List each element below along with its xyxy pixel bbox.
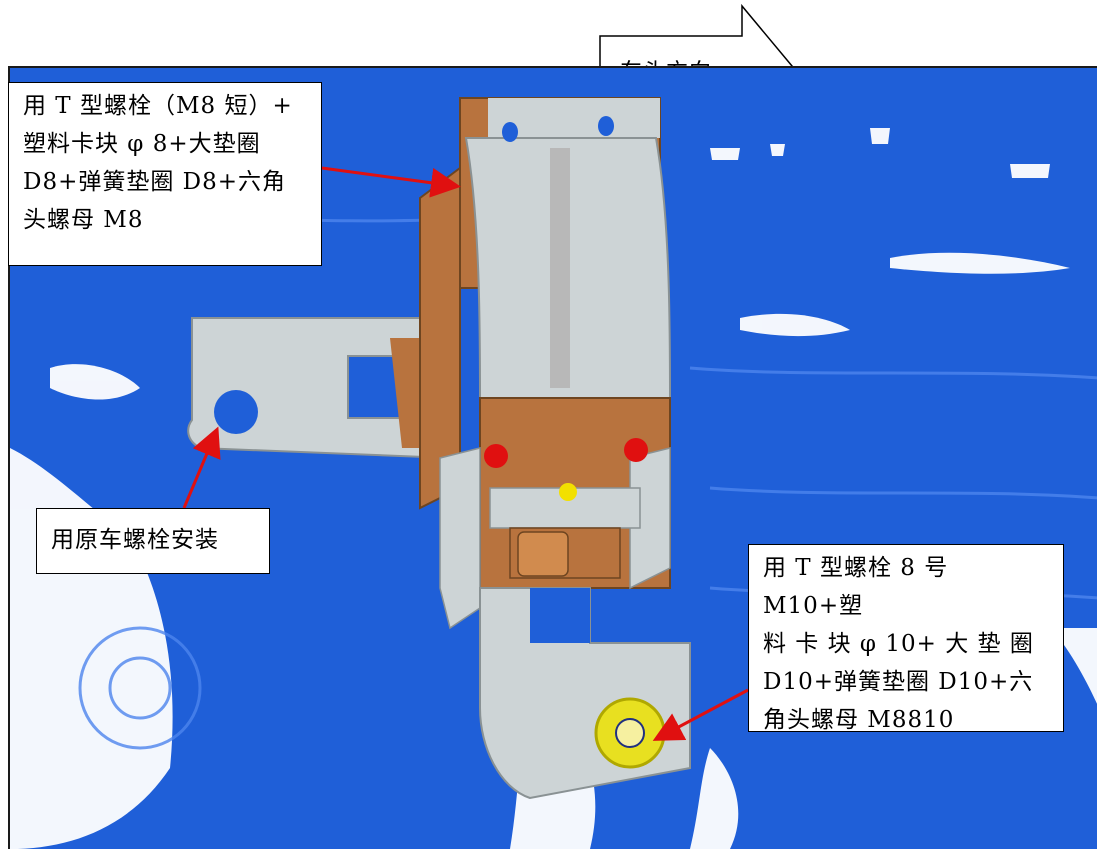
main-bracket	[419, 97, 672, 630]
red-marker-right	[624, 438, 648, 462]
red-marker-left	[484, 444, 508, 468]
lower-hook	[479, 587, 691, 800]
callout-right-bolt-spec: 用 T 型螺栓 8 号 M10+塑 料 卡 块 φ 10+ 大 垫 圈 D10+…	[748, 544, 1064, 733]
callout-top-bolt-spec: 用 T 型螺栓（M8 短）+ 塑料卡块 φ 8+大垫圈 D8+弹簧垫圈 D8+六…	[8, 82, 322, 266]
left-mounting-arm	[187, 317, 451, 460]
callout-left-original-bolt: 用原车螺栓安装	[36, 508, 270, 574]
yellow-marker	[559, 483, 577, 501]
